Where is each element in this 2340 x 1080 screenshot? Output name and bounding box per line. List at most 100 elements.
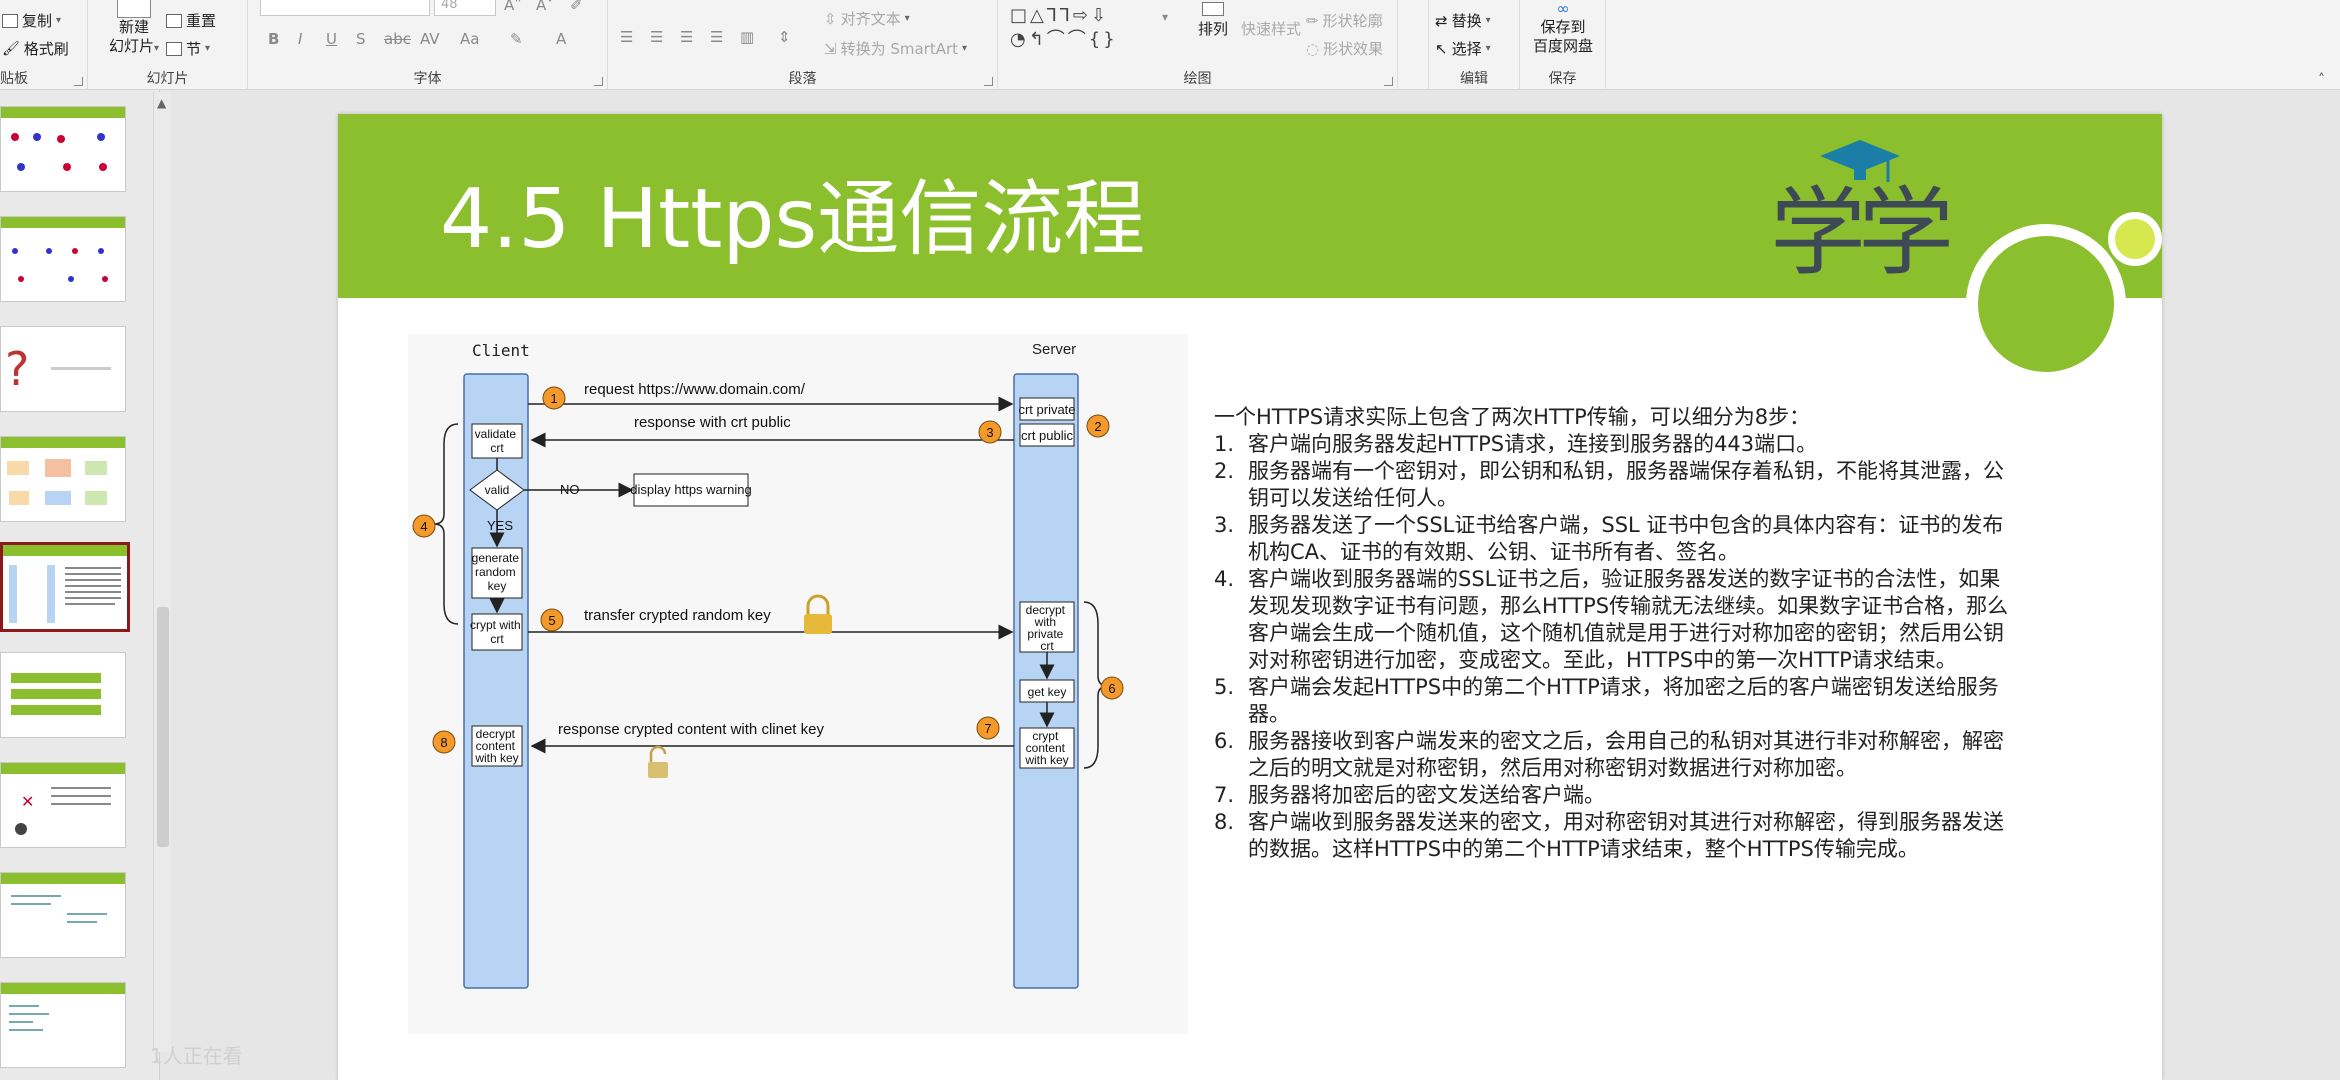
format-painter-button[interactable]: 🖌 格式刷 <box>2 40 69 58</box>
crypt-crt-label: crt <box>490 632 504 646</box>
strikethrough-icon[interactable]: abc <box>384 30 411 48</box>
reset-button[interactable]: 重置 <box>166 10 216 31</box>
chevron-down-icon: ▾ <box>904 13 910 24</box>
font-shrink-icon[interactable]: A˅ <box>536 0 554 14</box>
slide-thumbnail[interactable] <box>0 982 126 1068</box>
svg-text:2: 2 <box>1094 419 1101 434</box>
replace-button[interactable]: ⇄ 替换▾ <box>1435 11 1491 31</box>
char-spacing-icon[interactable]: AV <box>420 30 440 48</box>
thumbnail-preview <box>12 248 108 282</box>
decrypt-private-label: with <box>1034 615 1056 629</box>
clear-format-icon[interactable]: ✐ <box>570 0 583 14</box>
step-text: 服务器将加密后的密文发送给客户端。 <box>1248 783 1605 807</box>
step-number: 2. <box>1214 459 1235 483</box>
slide-title[interactable]: 4.5 Https通信流程 <box>440 172 1146 267</box>
font-size-select[interactable]: 48 <box>434 0 496 16</box>
save-baidu-button[interactable]: ∞ 保存到 百度网盘 <box>1520 0 1606 56</box>
replace-icon: ⇄ <box>1435 11 1448 30</box>
bold-icon[interactable]: B <box>268 30 280 48</box>
yes-label: YES <box>487 518 513 533</box>
step-text: 客户端收到服务器端的SSL证书之后，验证服务器发送的数字证书的合法性，如果发现发… <box>1248 567 2009 672</box>
font-color-icon[interactable]: A <box>556 30 567 48</box>
chevron-down-icon: ▾ <box>153 43 160 54</box>
highlight-icon[interactable]: ✎ <box>510 30 523 48</box>
slide-canvas[interactable]: 4.5 Https通信流程 学 学 Client Server crt priv… <box>338 114 2162 1080</box>
align-text-button[interactable]: ⇳ 对齐文本▾ <box>824 9 910 29</box>
logo-char: 学 <box>1770 177 1866 286</box>
effect-icon: ◌ <box>1306 39 1320 58</box>
align-left-icon[interactable]: ☰ <box>620 28 634 46</box>
step-number: 4. <box>1214 567 1235 591</box>
shadow-icon[interactable]: S <box>356 30 366 48</box>
new-slide-button[interactable]: 新建 幻灯片▾ <box>96 0 172 58</box>
step-text: 客户端收到服务器发送来的密文，用对称密钥对其进行对称解密，得到服务器发送的数据。… <box>1248 810 2004 861</box>
step-text: 客户端向服务器发起HTTPS请求，连接到服务器的443端口。 <box>1248 432 1818 456</box>
step-badge: 7 <box>976 716 1000 740</box>
svg-text:generate random ke: generate random key <box>472 551 523 593</box>
select-button[interactable]: ↖ 选择▾ <box>1435 39 1491 59</box>
viewer-count: 1人正在看 <box>150 1044 243 1068</box>
align-center-icon[interactable]: ☰ <box>650 28 664 46</box>
https-flow-diagram[interactable]: Client Server crt private crt public req… <box>408 334 1188 1034</box>
svg-text:5: 5 <box>548 613 555 628</box>
slide-thumbnail[interactable]: ✕ <box>0 762 126 848</box>
scrollbar-thumb[interactable] <box>157 607 169 847</box>
dialog-launcher-icon[interactable] <box>1384 77 1393 86</box>
generate-label: random <box>475 565 516 579</box>
justify-icon[interactable]: ☰ <box>710 28 724 46</box>
slide-thumbnail[interactable]: ? <box>0 326 126 412</box>
arrange-button[interactable]: 排列 <box>1188 2 1238 39</box>
chevron-down-icon: ▾ <box>1485 15 1491 26</box>
shapes-gallery[interactable]: □△⅂⅂⇨⇩◔↰⌒⌒{} <box>1010 5 1118 50</box>
slide-thumbnail[interactable] <box>0 436 126 522</box>
font-group-label: 字体 <box>413 71 442 87</box>
dialog-launcher-icon[interactable] <box>984 77 993 86</box>
italic-icon[interactable]: I <box>298 30 303 48</box>
step-badge: 2 <box>1086 414 1110 438</box>
arrange-icon <box>1202 2 1224 16</box>
msg-response-content: response crypted content with clinet key <box>558 721 824 738</box>
collapse-ribbon-icon[interactable]: ˄ <box>2318 72 2325 88</box>
svg-text:3: 3 <box>986 425 993 440</box>
slide-thumbnail[interactable] <box>0 652 126 738</box>
slides-group: 新建 幻灯片▾ 重置 节▾ 幻灯片 <box>88 0 248 90</box>
convert-smartart-button[interactable]: ⇲ 转换为 SmartArt▾ <box>824 39 968 59</box>
step-text: 客户端会发起HTTPS中的第二个HTTP请求，将加密之后的客户端密钥发送给服务器… <box>1248 675 1999 726</box>
align-right-icon[interactable]: ☰ <box>680 28 694 46</box>
slide-thumbnail[interactable] <box>0 872 126 958</box>
font-grow-icon[interactable]: A˄ <box>504 0 522 14</box>
decrypt-content-box <box>471 725 523 767</box>
gallery-more-icon[interactable]: ▾ <box>1162 10 1169 24</box>
generate-label: key <box>488 579 507 593</box>
slide-thumbnail[interactable] <box>0 216 126 302</box>
quick-styles-button[interactable]: 快速样式 <box>1236 2 1306 39</box>
change-case-icon[interactable]: Aa <box>460 30 480 48</box>
dialog-launcher-icon[interactable] <box>594 77 603 86</box>
section-button[interactable]: 节▾ <box>166 38 210 59</box>
thumbnail-scrollbar[interactable]: ▲ <box>153 92 171 1052</box>
shape-outline-button[interactable]: ✏ 形状轮廓 <box>1306 11 1383 31</box>
underline-icon[interactable]: U <box>326 30 337 48</box>
validate-label: crt <box>490 441 504 455</box>
svg-text:8: 8 <box>440 735 447 750</box>
shape-effect-button[interactable]: ◌ 形状效果 <box>1306 39 1384 59</box>
dialog-launcher-icon[interactable] <box>74 77 83 86</box>
copy-button[interactable]: 复制▾ <box>2 10 61 31</box>
save-group: ∞ 保存到 百度网盘 保存 <box>1520 0 1606 90</box>
slide-thumbnail-active[interactable] <box>0 542 130 632</box>
reset-icon <box>166 13 182 28</box>
font-name-select[interactable] <box>260 0 430 16</box>
slides-group-label: 幻灯片 <box>146 71 189 87</box>
line-spacing-icon[interactable]: ⇕ <box>778 28 791 46</box>
crypt-content-label: crypt <box>1032 729 1059 743</box>
columns-icon[interactable]: ▥ <box>740 28 755 46</box>
svg-text:1: 1 <box>550 391 557 406</box>
svg-text:validate crt: validate crt <box>475 427 520 455</box>
step-text: 服务器发送了一个SSL证书给客户端，SSL 证书中包含的具体内容有：证书的发布机… <box>1248 513 2004 564</box>
step-item: 1.客户端向服务器发起HTTPS请求，连接到服务器的443端口。 <box>1214 431 2014 458</box>
steps-text-box[interactable]: 一个HTTPS请求实际上包含了两次HTTP传输，可以细分为8步： 1.客户端向服… <box>1214 404 2014 863</box>
clipboard-group-label: 贴板 <box>0 71 28 87</box>
msg-response-crt: response with crt public <box>634 414 791 431</box>
scroll-up-icon[interactable]: ▲ <box>157 96 167 110</box>
slide-thumbnail[interactable] <box>0 106 126 192</box>
